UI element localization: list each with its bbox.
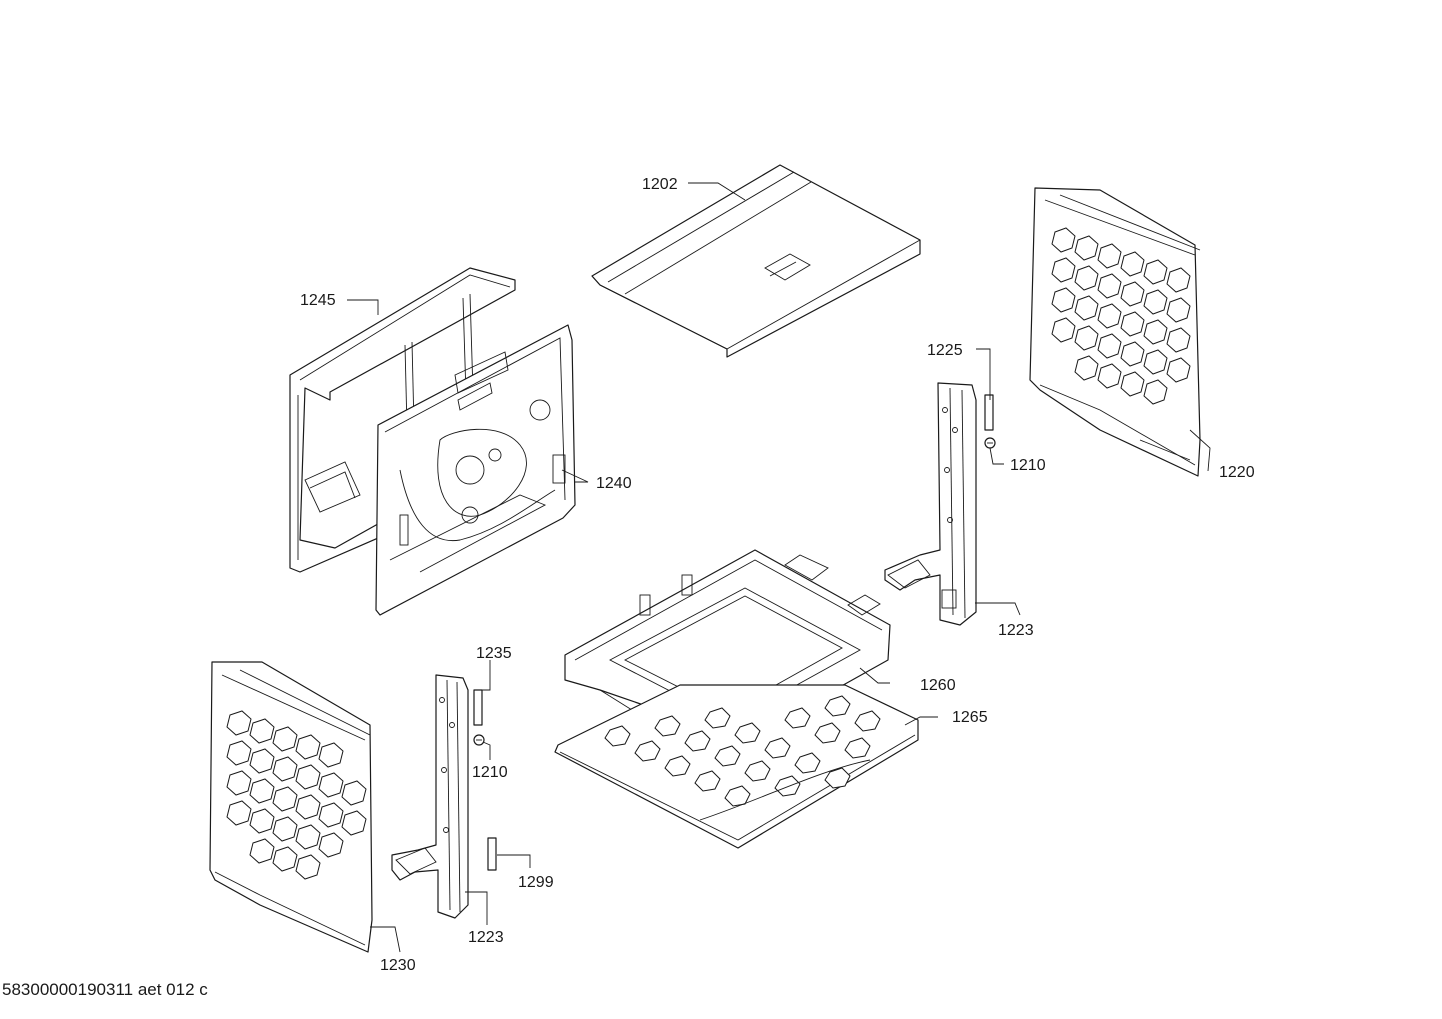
hex-grid-right (1051, 227, 1191, 405)
part-rail-left (391, 674, 469, 919)
part-back-wall (375, 324, 576, 616)
label-1235: 1235 (476, 645, 512, 662)
label-1223-right: 1223 (998, 622, 1034, 639)
part-top-cover (591, 164, 921, 358)
label-1230: 1230 (380, 957, 416, 974)
part-rail-right (884, 382, 977, 626)
label-1225: 1225 (927, 342, 963, 359)
label-1299: 1299 (518, 874, 554, 891)
part-screw-left (473, 734, 485, 746)
label-1260: 1260 (920, 677, 956, 694)
part-side-panel-left (209, 661, 373, 953)
hex-grid-base (604, 695, 881, 807)
leader-lines (347, 182, 1211, 953)
label-1202: 1202 (642, 176, 678, 193)
hex-grid-left (226, 710, 367, 880)
label-1240: 1240 (596, 475, 632, 492)
part-rail-clip-right (984, 394, 994, 431)
part-side-panel-right (1029, 187, 1201, 477)
label-1223-left: 1223 (468, 929, 504, 946)
part-insulation-strip (487, 837, 497, 871)
part-screw-right (984, 437, 996, 449)
label-1265: 1265 (952, 709, 988, 726)
label-1210-right: 1210 (1010, 457, 1046, 474)
part-rail-clip-left (473, 689, 483, 726)
part-labels: 1202 1245 1240 1220 1225 1210 1223 1260 … (300, 176, 1255, 974)
label-1220: 1220 (1219, 464, 1255, 481)
label-1245: 1245 (300, 292, 336, 309)
part-base-plate (554, 684, 919, 849)
document-code: 58300000190311 aet 012 c (2, 980, 208, 999)
label-1210-left: 1210 (472, 764, 508, 781)
